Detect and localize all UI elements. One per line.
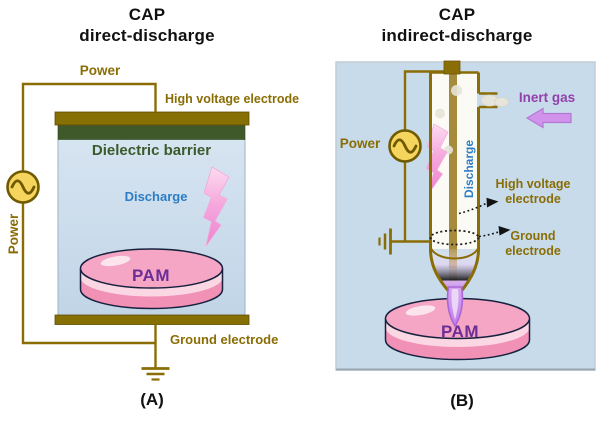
high-voltage-label-line1: High voltage [495,177,571,191]
dielectric-barrier-label: Dielectric barrier [91,142,212,159]
power-wire-bottom [21,202,156,345]
tube-bottom-rim [429,245,480,260]
panel-a-title-line2: direct-discharge [79,26,215,45]
ground-electrode-label: Ground electrode [170,332,279,347]
panel-b-title-line1: CAP [438,5,476,24]
panel-a-graphics [6,82,250,381]
electrode-cap [443,60,461,75]
dielectric-barrier-layer [57,124,246,140]
ground-symbol-b [378,228,392,255]
power-label-top: Power [79,63,121,78]
inert-gas-label: Inert gas [518,90,576,105]
petri-dish-a [79,248,224,310]
pointer-arrow-high-voltage [458,197,499,215]
panel-b-caption: (B) [450,391,474,410]
power-wire-top [21,82,157,172]
ac-power-source-icon [6,170,40,204]
panel-b-title-line2: indirect-discharge [381,26,533,45]
panel-a-caption: (A) [140,390,164,409]
inert-gas-arrow-icon [525,107,572,129]
ground-label-line2: electrode [505,243,561,258]
pam-label-b: PAM [440,322,479,341]
pam-label-a: PAM [131,266,170,285]
power-label-side: Power [6,213,21,255]
ground-electrode-ring [429,229,480,246]
dish-highlight-b [405,305,436,316]
pointer-arrow-ground [478,226,511,238]
power-label-b: Power [339,136,381,151]
gas-inlet [479,92,509,109]
ground-electrode-bar [54,314,250,325]
high-voltage-label-line2: electrode [505,191,561,206]
dish-highlight [100,255,131,267]
ground-symbol [141,367,170,381]
central-electrode-rod [449,73,457,268]
ac-power-source-icon-b [388,129,422,163]
panel-b-graphics [335,60,596,371]
lightning-bolt-icon [202,166,230,247]
panel-b-title: CAP indirect-discharge [342,4,572,46]
plasma-plume [446,286,464,328]
nozzle-cone [430,249,479,291]
high-voltage-electrode-bar [54,111,250,126]
ground-electrode-label-b: Ground electrode [493,229,573,258]
discharge-label-b: Discharge [462,139,476,199]
ground-label-line1: Ground [510,229,556,243]
high-voltage-electrode-label-b: High voltage electrode [493,177,573,206]
high-voltage-electrode-label: High voltage electrode [165,92,300,106]
panel-a-title: CAP direct-discharge [32,4,262,46]
panel-a-title-line1: CAP [128,5,166,24]
discharge-label-a: Discharge [124,189,188,204]
